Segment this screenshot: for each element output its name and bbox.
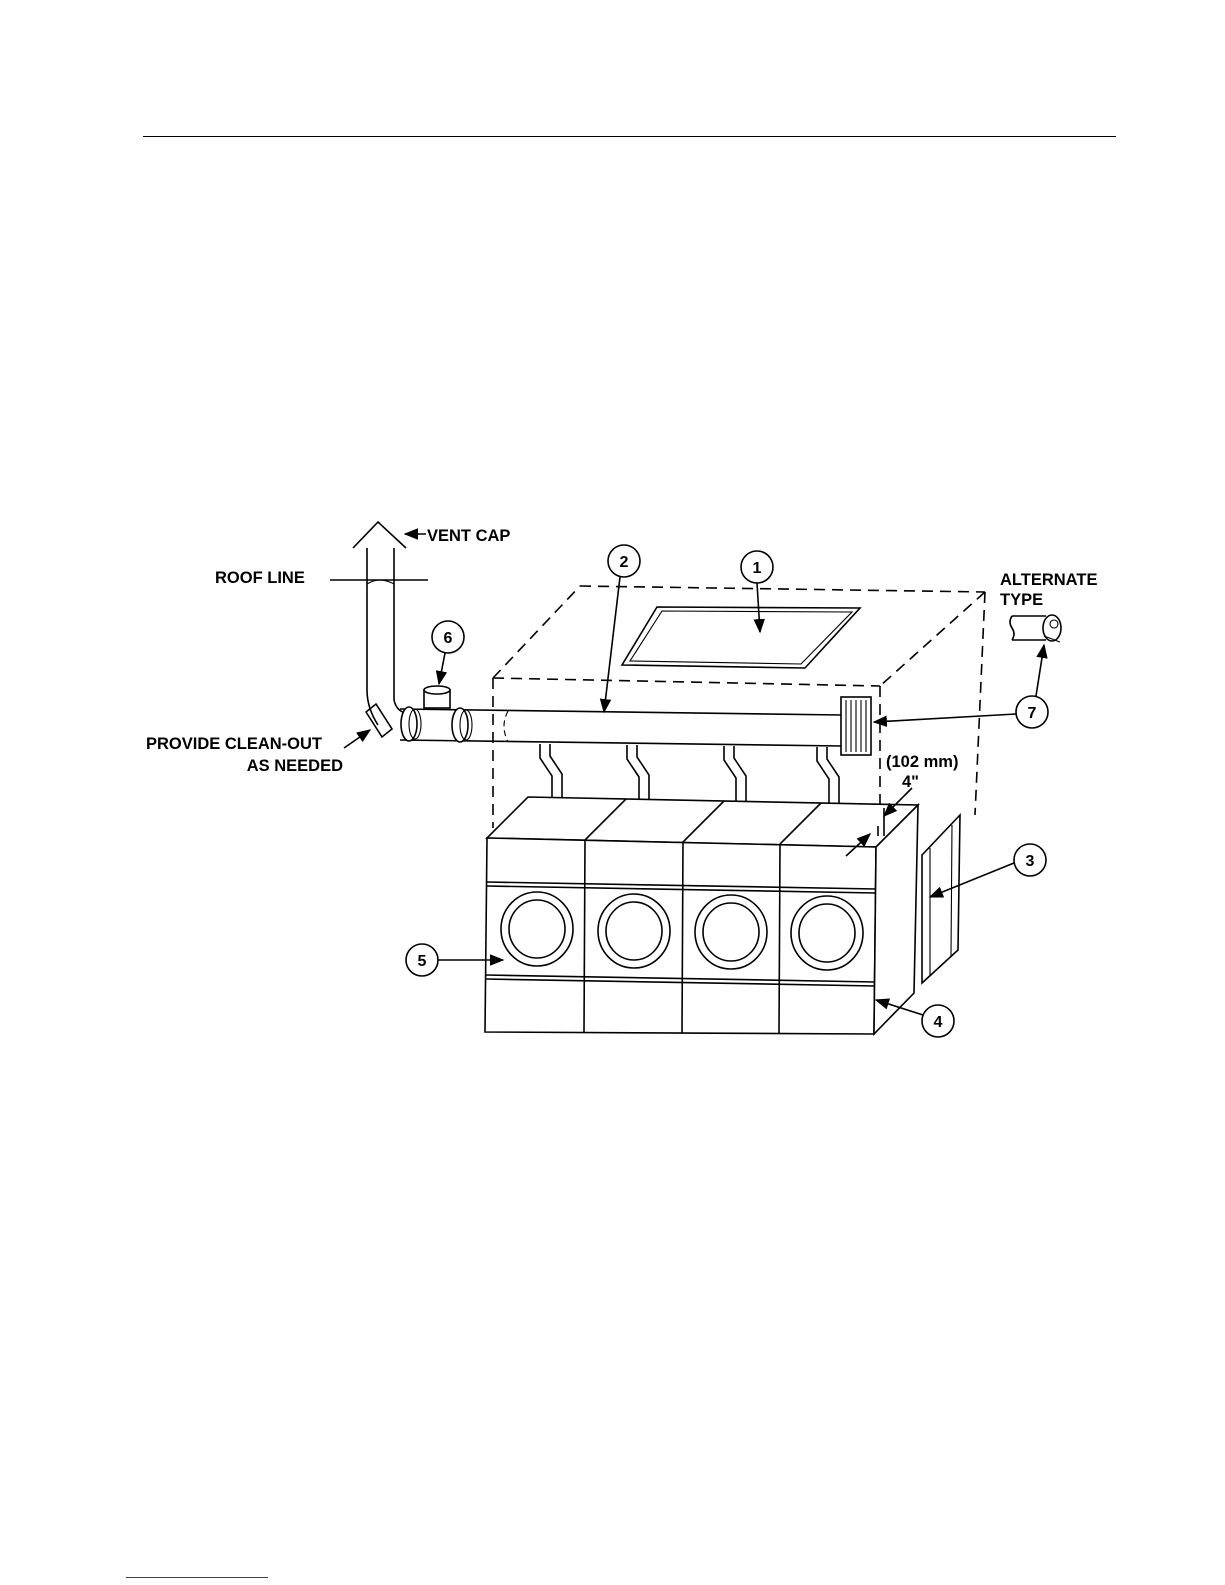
svg-text:6: 6 xyxy=(444,630,453,647)
dryer-bank xyxy=(485,797,918,1034)
roof-line-label: ROOF LINE xyxy=(215,569,305,587)
callout-6: 6 xyxy=(432,621,464,684)
callout-7: 7 xyxy=(874,645,1048,728)
callout-2: 2 xyxy=(604,545,640,712)
vent-stack xyxy=(330,522,428,737)
svg-text:7: 7 xyxy=(1028,705,1037,722)
svg-text:1: 1 xyxy=(753,560,762,577)
service-door xyxy=(922,815,960,983)
vent-cap-label: VENT CAP xyxy=(427,527,510,545)
dryer-connector-ducts xyxy=(540,744,839,803)
main-exhaust-duct xyxy=(400,686,871,755)
clean-out-label-line2: AS NEEDED xyxy=(247,757,343,775)
clean-out-label-line1: PROVIDE CLEAN-OUT xyxy=(146,735,322,753)
alternate-type-label-line2: TYPE xyxy=(1000,591,1043,609)
svg-text:3: 3 xyxy=(1026,853,1035,870)
alternate-type-label-line1: ALTERNATE xyxy=(1000,571,1097,589)
svg-text:4: 4 xyxy=(934,1014,943,1031)
dimension-in-label: 4" xyxy=(902,773,919,791)
makeup-air-opening xyxy=(622,607,860,668)
alternate-type-damper xyxy=(1010,615,1061,642)
dimension-mm-label: (102 mm) xyxy=(886,753,958,771)
svg-text:5: 5 xyxy=(418,953,427,970)
svg-text:2: 2 xyxy=(620,554,629,571)
